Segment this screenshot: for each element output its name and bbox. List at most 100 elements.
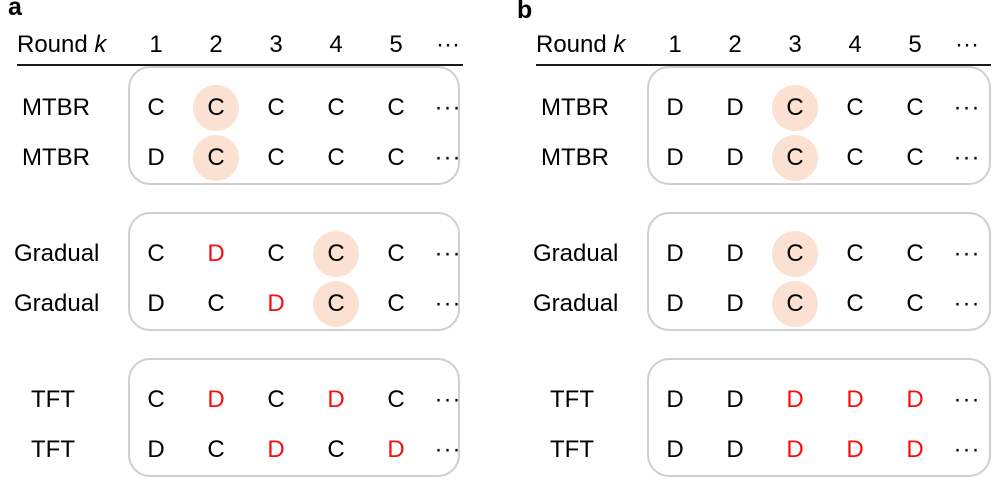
move-cell: C: [846, 290, 864, 317]
move-cell: D: [906, 386, 924, 413]
mtbr-group-box: [128, 66, 460, 185]
mtbr-group-box: [647, 66, 991, 185]
column-header-3: 3: [269, 31, 283, 58]
move-cell: D: [666, 94, 684, 121]
move-cell: D: [147, 290, 165, 317]
move-cell: C: [387, 94, 405, 121]
move-cell: ···: [434, 436, 462, 463]
move-cell: C: [906, 240, 924, 267]
move-cell: D: [726, 290, 744, 317]
move-cell: C: [267, 386, 285, 413]
row-label-gradual: Gradual: [533, 240, 619, 267]
row-label-mtbr: MTBR: [541, 94, 609, 121]
round-word: Round: [17, 31, 95, 58]
move-cell: D: [666, 290, 684, 317]
move-cell: D: [726, 240, 744, 267]
move-cell: D: [147, 436, 165, 463]
column-header-2: 2: [209, 31, 223, 58]
move-cell: C: [387, 386, 405, 413]
move-cell: C: [267, 94, 285, 121]
move-cell: ···: [953, 144, 981, 171]
highlight-circle: [313, 231, 359, 277]
column-header-1: 1: [668, 31, 682, 58]
column-header-6: ···: [955, 31, 979, 58]
row-label-tft: TFT: [550, 436, 594, 463]
move-cell: ···: [953, 436, 981, 463]
move-cell: C: [786, 94, 804, 121]
move-cell: C: [786, 290, 804, 317]
move-cell: ···: [434, 290, 462, 317]
move-cell: C: [786, 240, 804, 267]
move-cell: C: [387, 144, 405, 171]
header-divider: [536, 64, 991, 66]
move-cell: C: [906, 94, 924, 121]
move-cell: C: [327, 290, 345, 317]
move-cell: C: [846, 144, 864, 171]
move-cell: D: [906, 436, 924, 463]
move-cell: D: [846, 386, 864, 413]
gradual-group-box: [128, 212, 460, 331]
highlight-circle: [193, 85, 239, 131]
move-cell: ···: [434, 386, 462, 413]
move-cell: ···: [953, 94, 981, 121]
tft-group-box: [128, 358, 460, 477]
column-header-1: 1: [149, 31, 163, 58]
move-cell: D: [726, 94, 744, 121]
highlight-circle: [313, 281, 359, 327]
highlight-circle: [772, 231, 818, 277]
row-label-mtbr: MTBR: [22, 94, 90, 121]
move-cell: D: [666, 144, 684, 171]
row-label-mtbr: MTBR: [541, 144, 609, 171]
highlight-circle: [193, 135, 239, 181]
round-k-label: Round k: [536, 30, 625, 60]
move-cell: C: [147, 240, 165, 267]
row-label-tft: TFT: [31, 386, 75, 413]
move-cell: C: [267, 144, 285, 171]
header-divider: [17, 64, 463, 66]
round-index-symbol: k: [613, 31, 626, 58]
panel-label-b: b: [517, 0, 532, 24]
move-cell: C: [327, 436, 345, 463]
highlight-circle: [772, 135, 818, 181]
move-cell: D: [846, 436, 864, 463]
move-cell: D: [666, 240, 684, 267]
move-cell: D: [726, 144, 744, 171]
move-cell: D: [387, 436, 405, 463]
row-label-gradual: Gradual: [14, 240, 100, 267]
move-cell: ···: [953, 240, 981, 267]
move-cell: D: [267, 436, 285, 463]
move-cell: C: [207, 290, 225, 317]
move-cell: D: [207, 386, 225, 413]
move-cell: C: [207, 436, 225, 463]
move-cell: D: [327, 386, 345, 413]
move-cell: ···: [434, 144, 462, 171]
move-cell: C: [267, 240, 285, 267]
column-header-6: ···: [436, 31, 460, 58]
move-cell: ···: [434, 94, 462, 121]
move-cell: C: [147, 94, 165, 121]
move-cell: C: [786, 144, 804, 171]
move-cell: C: [387, 240, 405, 267]
round-k-label: Round k: [17, 30, 106, 60]
move-cell: C: [846, 94, 864, 121]
column-header-4: 4: [329, 31, 343, 58]
highlight-circle: [772, 281, 818, 327]
row-label-tft: TFT: [550, 386, 594, 413]
move-cell: C: [207, 94, 225, 121]
column-header-3: 3: [788, 31, 802, 58]
move-cell: C: [327, 240, 345, 267]
column-header-4: 4: [848, 31, 862, 58]
round-word: Round: [536, 31, 614, 58]
highlight-circle: [772, 85, 818, 131]
move-cell: C: [327, 144, 345, 171]
move-cell: D: [786, 386, 804, 413]
move-cell: D: [147, 144, 165, 171]
column-header-2: 2: [728, 31, 742, 58]
panel-label-a: a: [8, 0, 22, 21]
move-cell: ···: [434, 240, 462, 267]
